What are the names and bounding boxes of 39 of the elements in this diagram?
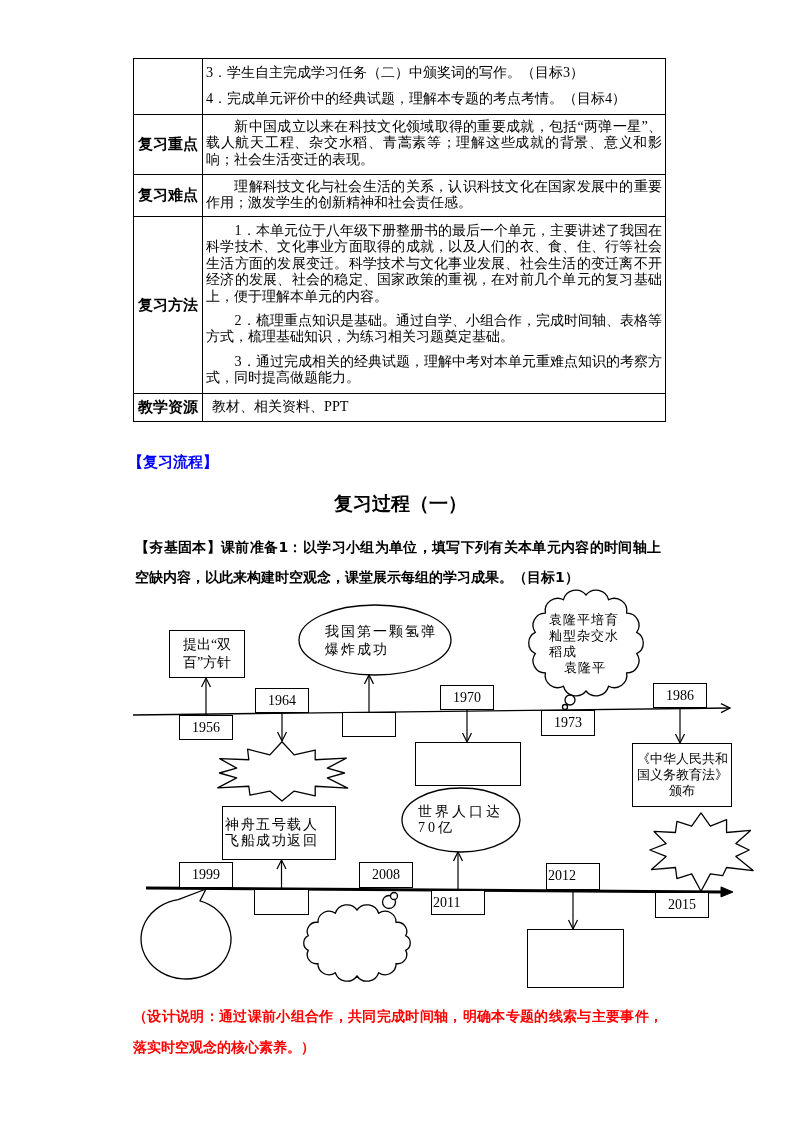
instruction-text: 【夯基固本】课前准备1：以学习小组为单位，填写下列有关本单元内容的时间轴上空缺内容，以此来构建时空观念，课堂展示每组的学习成果。（目标1） (135, 538, 661, 587)
design-note: （设计说明：通过课前小组合作，共同完成时间轴，明确本专题的线索与主要事件，落实时空观念的核心素养。） (133, 1007, 663, 1057)
year-box: 1964 (255, 688, 309, 713)
paragraph: 2．梳理重点知识是基础。通过自学、小组合作，完成时间轴、表格等方式，梳理基础知识，为练习相关习题奠定基础。 (206, 312, 662, 345)
section-heading: 【复习流程】 (128, 452, 218, 473)
year-box: 1956 (179, 715, 233, 740)
page-title: 复习过程（一） (333, 491, 467, 516)
arrow (567, 889, 579, 930)
paragraph: 1．本单元位于八年级下册整册书的最后一个单元，主要讲述了我国在科学技术、文化事业方面取得的成就，以及人们的衣、食、住、行等社会生活方面的发展变迁。科学技术与文化事业发展、社会生活的变迁离不开经济的发展、社会的稳定、国家政策的重视，在对前几个单元的复习基础上，便于理解本单元的内容。 (206, 222, 662, 305)
arrow (276, 859, 287, 890)
paragraph: 4．完成单元评价中的经典试题，理解本专题的考点考情。（目标4） (206, 90, 628, 107)
answer-box (342, 712, 396, 737)
year-box: 2012 (546, 863, 600, 890)
event-box: 提出“双百”方针 (169, 630, 245, 678)
paragraph: 3．通过完成相关的经典试题，理解中考对本单元重难点知识的考察方式，同时提高做题能力。 (206, 352, 662, 386)
speech-bubble (140, 888, 232, 980)
answer-box (527, 929, 624, 988)
event-oval: 我国第一颗氢弹爆炸成功 (298, 604, 452, 676)
arrow (200, 677, 212, 716)
row-header-cell: 教学资源 (133, 393, 203, 422)
arrow (674, 707, 686, 744)
arrow (461, 709, 473, 743)
answer-box (415, 742, 521, 786)
year-box: 1986 (653, 683, 707, 708)
year-box: 1999 (179, 862, 233, 888)
paragraph: 3．学生自主完成学习任务（二）中颁奖词的写作。（目标3） (206, 64, 586, 81)
arrow (363, 674, 375, 713)
event-oval: 世界人口达70亿 (401, 787, 521, 853)
year-box: 2011 (431, 890, 485, 915)
year-box: 1973 (541, 710, 595, 736)
event-box: 神舟五号载人飞船成功返回 (222, 806, 336, 860)
answer-box (254, 889, 309, 915)
year-box: 2008 (359, 862, 413, 888)
arrow (452, 851, 464, 891)
year-box: 1970 (440, 685, 494, 710)
year-box: 2015 (655, 892, 709, 918)
event-box: 《中华人民共和国义务教育法》颁布 (632, 743, 732, 807)
arrow (276, 712, 288, 742)
table-cell: 教材、相关资料、PPT (202, 393, 666, 422)
